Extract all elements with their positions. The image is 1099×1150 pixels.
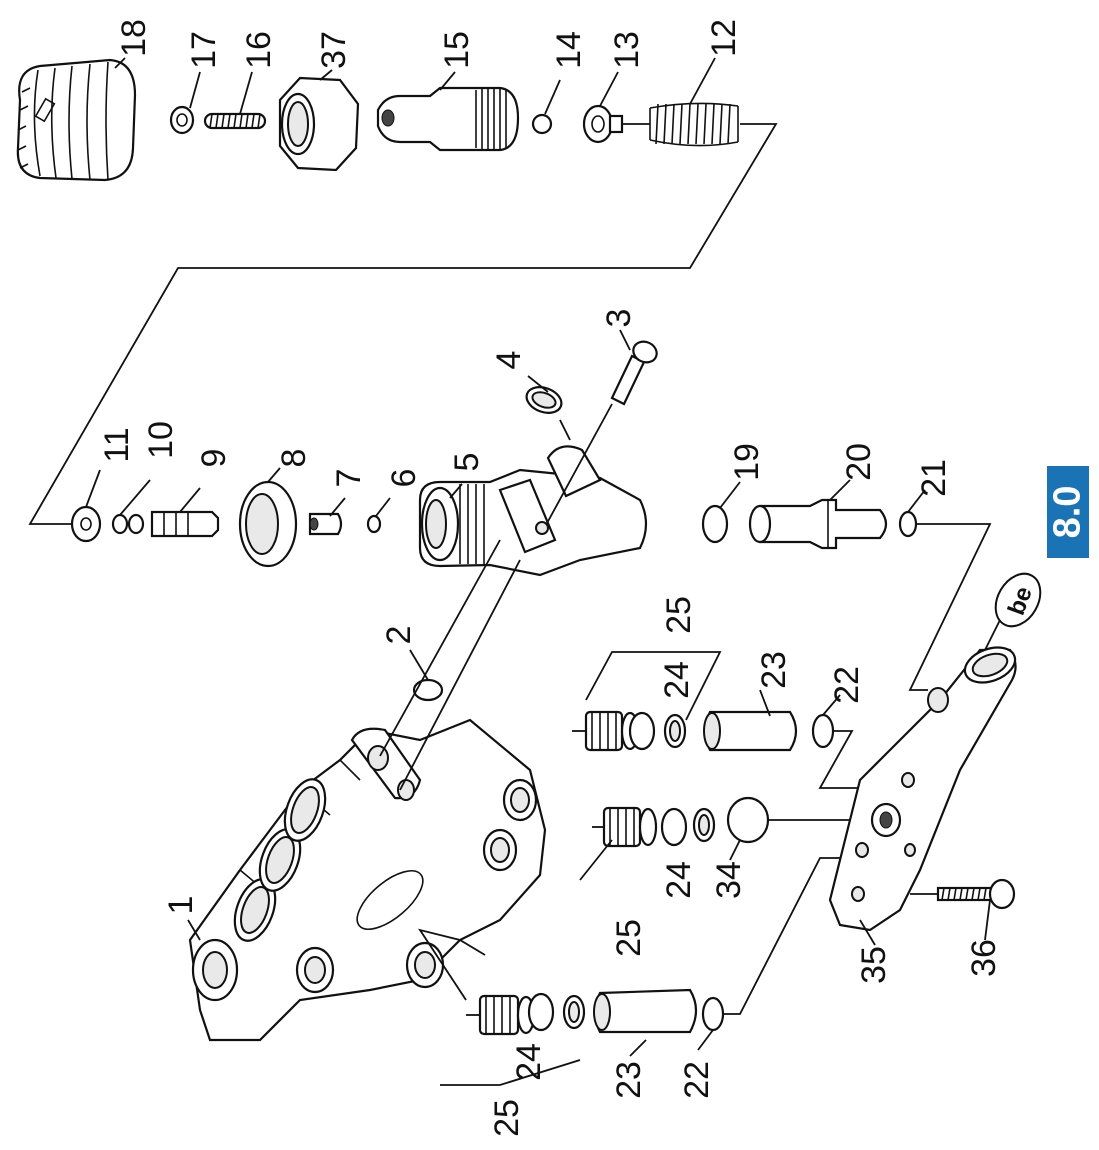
part-35-outlet-flange (828, 646, 1017, 932)
label-22-upper: 22 (828, 666, 866, 704)
part-8-ring-nut (238, 480, 298, 568)
label-24-middle: 24 (660, 861, 698, 899)
part-37-hex-nut (278, 76, 360, 172)
part-19-o-ring (701, 504, 729, 544)
part-20-tube (748, 498, 888, 550)
part-14-ball (531, 113, 553, 135)
label-24-upper: 24 (658, 661, 696, 699)
part-11-cap (70, 505, 102, 543)
part-10-rings (111, 513, 145, 535)
check-valve-group-middle (592, 796, 770, 848)
label-2: 2 (380, 626, 418, 645)
section-badge: 8.0 (1047, 466, 1089, 558)
label-22-lower: 22 (678, 1061, 716, 1099)
part-36-screw (936, 878, 1016, 910)
section-number: 8.0 (1046, 485, 1089, 539)
label-7: 7 (330, 469, 368, 488)
part-1-manifold-body (188, 718, 547, 1042)
check-valve-group-lower (466, 988, 725, 1036)
label-37: 37 (315, 31, 353, 69)
label-21: 21 (915, 459, 953, 497)
label-12: 12 (705, 19, 743, 57)
label-4: 4 (490, 351, 528, 370)
label-34: 34 (710, 861, 748, 899)
part-18-knurled-cap (16, 58, 137, 182)
part-13-valve-seat (582, 104, 624, 144)
label-20: 20 (840, 443, 878, 481)
part-5-valve-housing (418, 445, 648, 577)
label-5: 5 (448, 453, 486, 472)
part-6-o-ring (366, 514, 382, 534)
label-35: 35 (855, 946, 893, 984)
part-4-washer (525, 386, 563, 414)
part-3-bolt (610, 340, 658, 406)
label-15: 15 (438, 31, 476, 69)
label-36: 36 (965, 939, 1003, 977)
label-23-upper: 23 (755, 651, 793, 689)
label-17: 17 (185, 31, 223, 69)
label-1: 1 (162, 896, 200, 915)
label-6: 6 (385, 469, 423, 488)
label-23-lower: 23 (610, 1061, 648, 1099)
label-11: 11 (98, 427, 136, 462)
part-17-nut (169, 105, 195, 135)
part-21-o-ring (898, 510, 918, 538)
part-12-spring (649, 102, 739, 147)
part-2-o-ring (412, 678, 444, 702)
part-16-threaded-pin (203, 112, 267, 130)
label-25-lower: 25 (488, 1099, 526, 1137)
part-9-piston (150, 510, 220, 538)
label-16: 16 (240, 31, 278, 69)
label-25-upper: 25 (660, 596, 698, 634)
label-13: 13 (608, 31, 646, 69)
label-8: 8 (275, 449, 313, 468)
part-15-regulator-body (376, 86, 520, 152)
label-14: 14 (550, 31, 588, 69)
check-valve-group-upper (572, 710, 835, 752)
brand-logo: be (994, 572, 1042, 628)
label-25-middle: 25 (610, 919, 648, 957)
label-18: 18 (115, 19, 153, 57)
part-7-plug (308, 512, 343, 536)
label-3: 3 (600, 309, 638, 328)
label-19: 19 (728, 443, 766, 481)
label-9: 9 (195, 449, 233, 468)
label-10: 10 (142, 421, 180, 459)
label-24-lower: 24 (510, 1043, 548, 1081)
